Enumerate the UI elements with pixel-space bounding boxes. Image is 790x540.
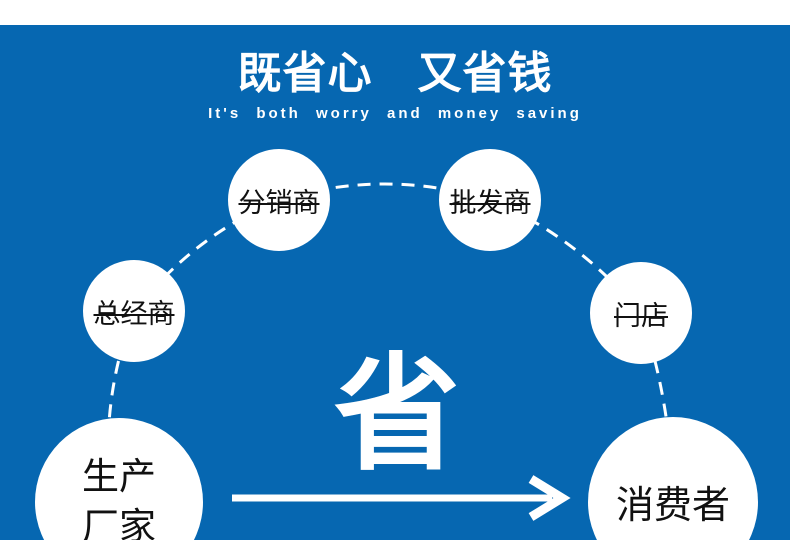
circle-middleman-general-dealer: 总经商 [83,260,185,362]
flow-arrowhead-icon [528,475,571,521]
top-white-band [0,0,790,25]
circle-consumer: 消费者 [588,417,758,540]
producer-label: 生产 厂家 [82,456,156,540]
middleman-label: 总经商 [93,298,175,329]
circle-middleman-distributor: 分销商 [228,149,330,251]
banner-header: 既省心 又省钱 It's both worry and money saving [0,49,790,123]
consumer-label: 消费者 [615,485,730,527]
circle-producer: 生产 厂家 [35,418,203,540]
banner-subtitle: It's both worry and money saving [208,105,582,122]
banner-title: 既省心 又省钱 [237,49,553,98]
circle-middleman-store: 门店 [590,262,692,364]
save-character: 省 [334,344,460,485]
circle-middleman-wholesaler: 批发商 [439,149,541,251]
middleman-label: 批发商 [449,187,531,218]
middleman-label: 分销商 [238,187,320,218]
middleman-label: 门店 [614,300,668,331]
